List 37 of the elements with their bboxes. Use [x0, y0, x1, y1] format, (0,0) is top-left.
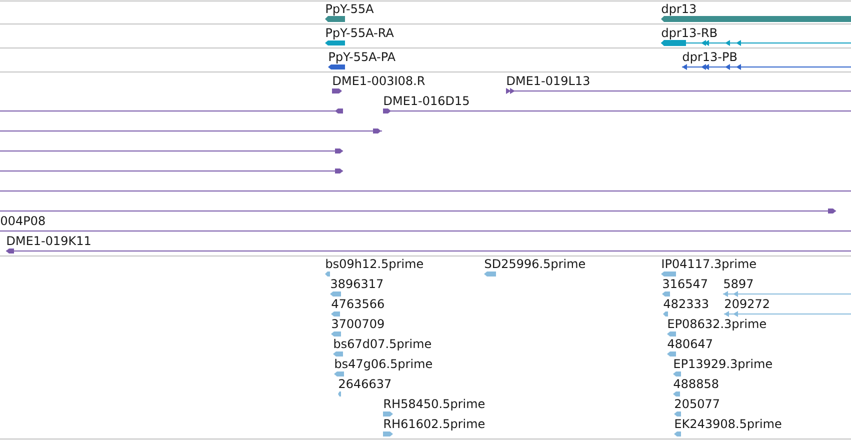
- feature-glyph: [0, 108, 344, 114]
- feature-label: DME1-019K11: [7, 236, 90, 246]
- feature-label: PpY-55A: [326, 4, 374, 16]
- feature-label: 3700709: [332, 319, 384, 328]
- feature-label: DME1-016D15: [384, 96, 469, 106]
- feature-label: bs09h12.5prime: [326, 258, 423, 270]
- feature-label: EK243908.5prime: [675, 418, 782, 430]
- feature-glyph: [0, 208, 836, 214]
- feature-label: DME1-019L13: [507, 76, 590, 86]
- feature-label: 2646637: [339, 379, 391, 388]
- feature-label: 5897: [724, 279, 753, 288]
- feature-label: EP13929.3prime: [674, 358, 772, 370]
- feature-label: 209272: [725, 299, 769, 308]
- feature-label: 3896317: [331, 279, 383, 288]
- feature-label: 480647: [668, 339, 712, 348]
- feature-label: PpY-55A-RA: [326, 28, 394, 40]
- feature-label: PpY-55A-PA: [329, 52, 396, 64]
- feature-label: 004P08: [1, 216, 45, 226]
- feature-label: dpr13-PB: [682, 52, 737, 64]
- feature-glyph: [0, 168, 344, 174]
- feature-label: dpr13: [662, 4, 696, 16]
- feature-label: dpr13-RB: [662, 28, 717, 40]
- feature-label: 488858: [674, 379, 718, 388]
- feature-glyph: [0, 128, 382, 134]
- feature-label: EP08632.3prime: [668, 318, 766, 330]
- feature-label: 482333: [664, 299, 708, 308]
- feature-label: DME1-003I08.R: [333, 76, 425, 86]
- feature-glyph: [0, 148, 344, 154]
- feature-label: 316547: [663, 279, 707, 288]
- feature-label: 4763566: [332, 299, 384, 308]
- feature-label: bs67d07.5prime: [334, 338, 431, 350]
- feature-label: 205077: [675, 399, 719, 408]
- feature-label: IP04117.3prime: [662, 258, 756, 270]
- feature-label: RH58450.5prime: [384, 398, 484, 410]
- feature-label: bs47g06.5prime: [335, 358, 432, 370]
- feature-label: RH61602.5prime: [384, 418, 484, 430]
- feature-label: SD25996.5prime: [485, 258, 585, 270]
